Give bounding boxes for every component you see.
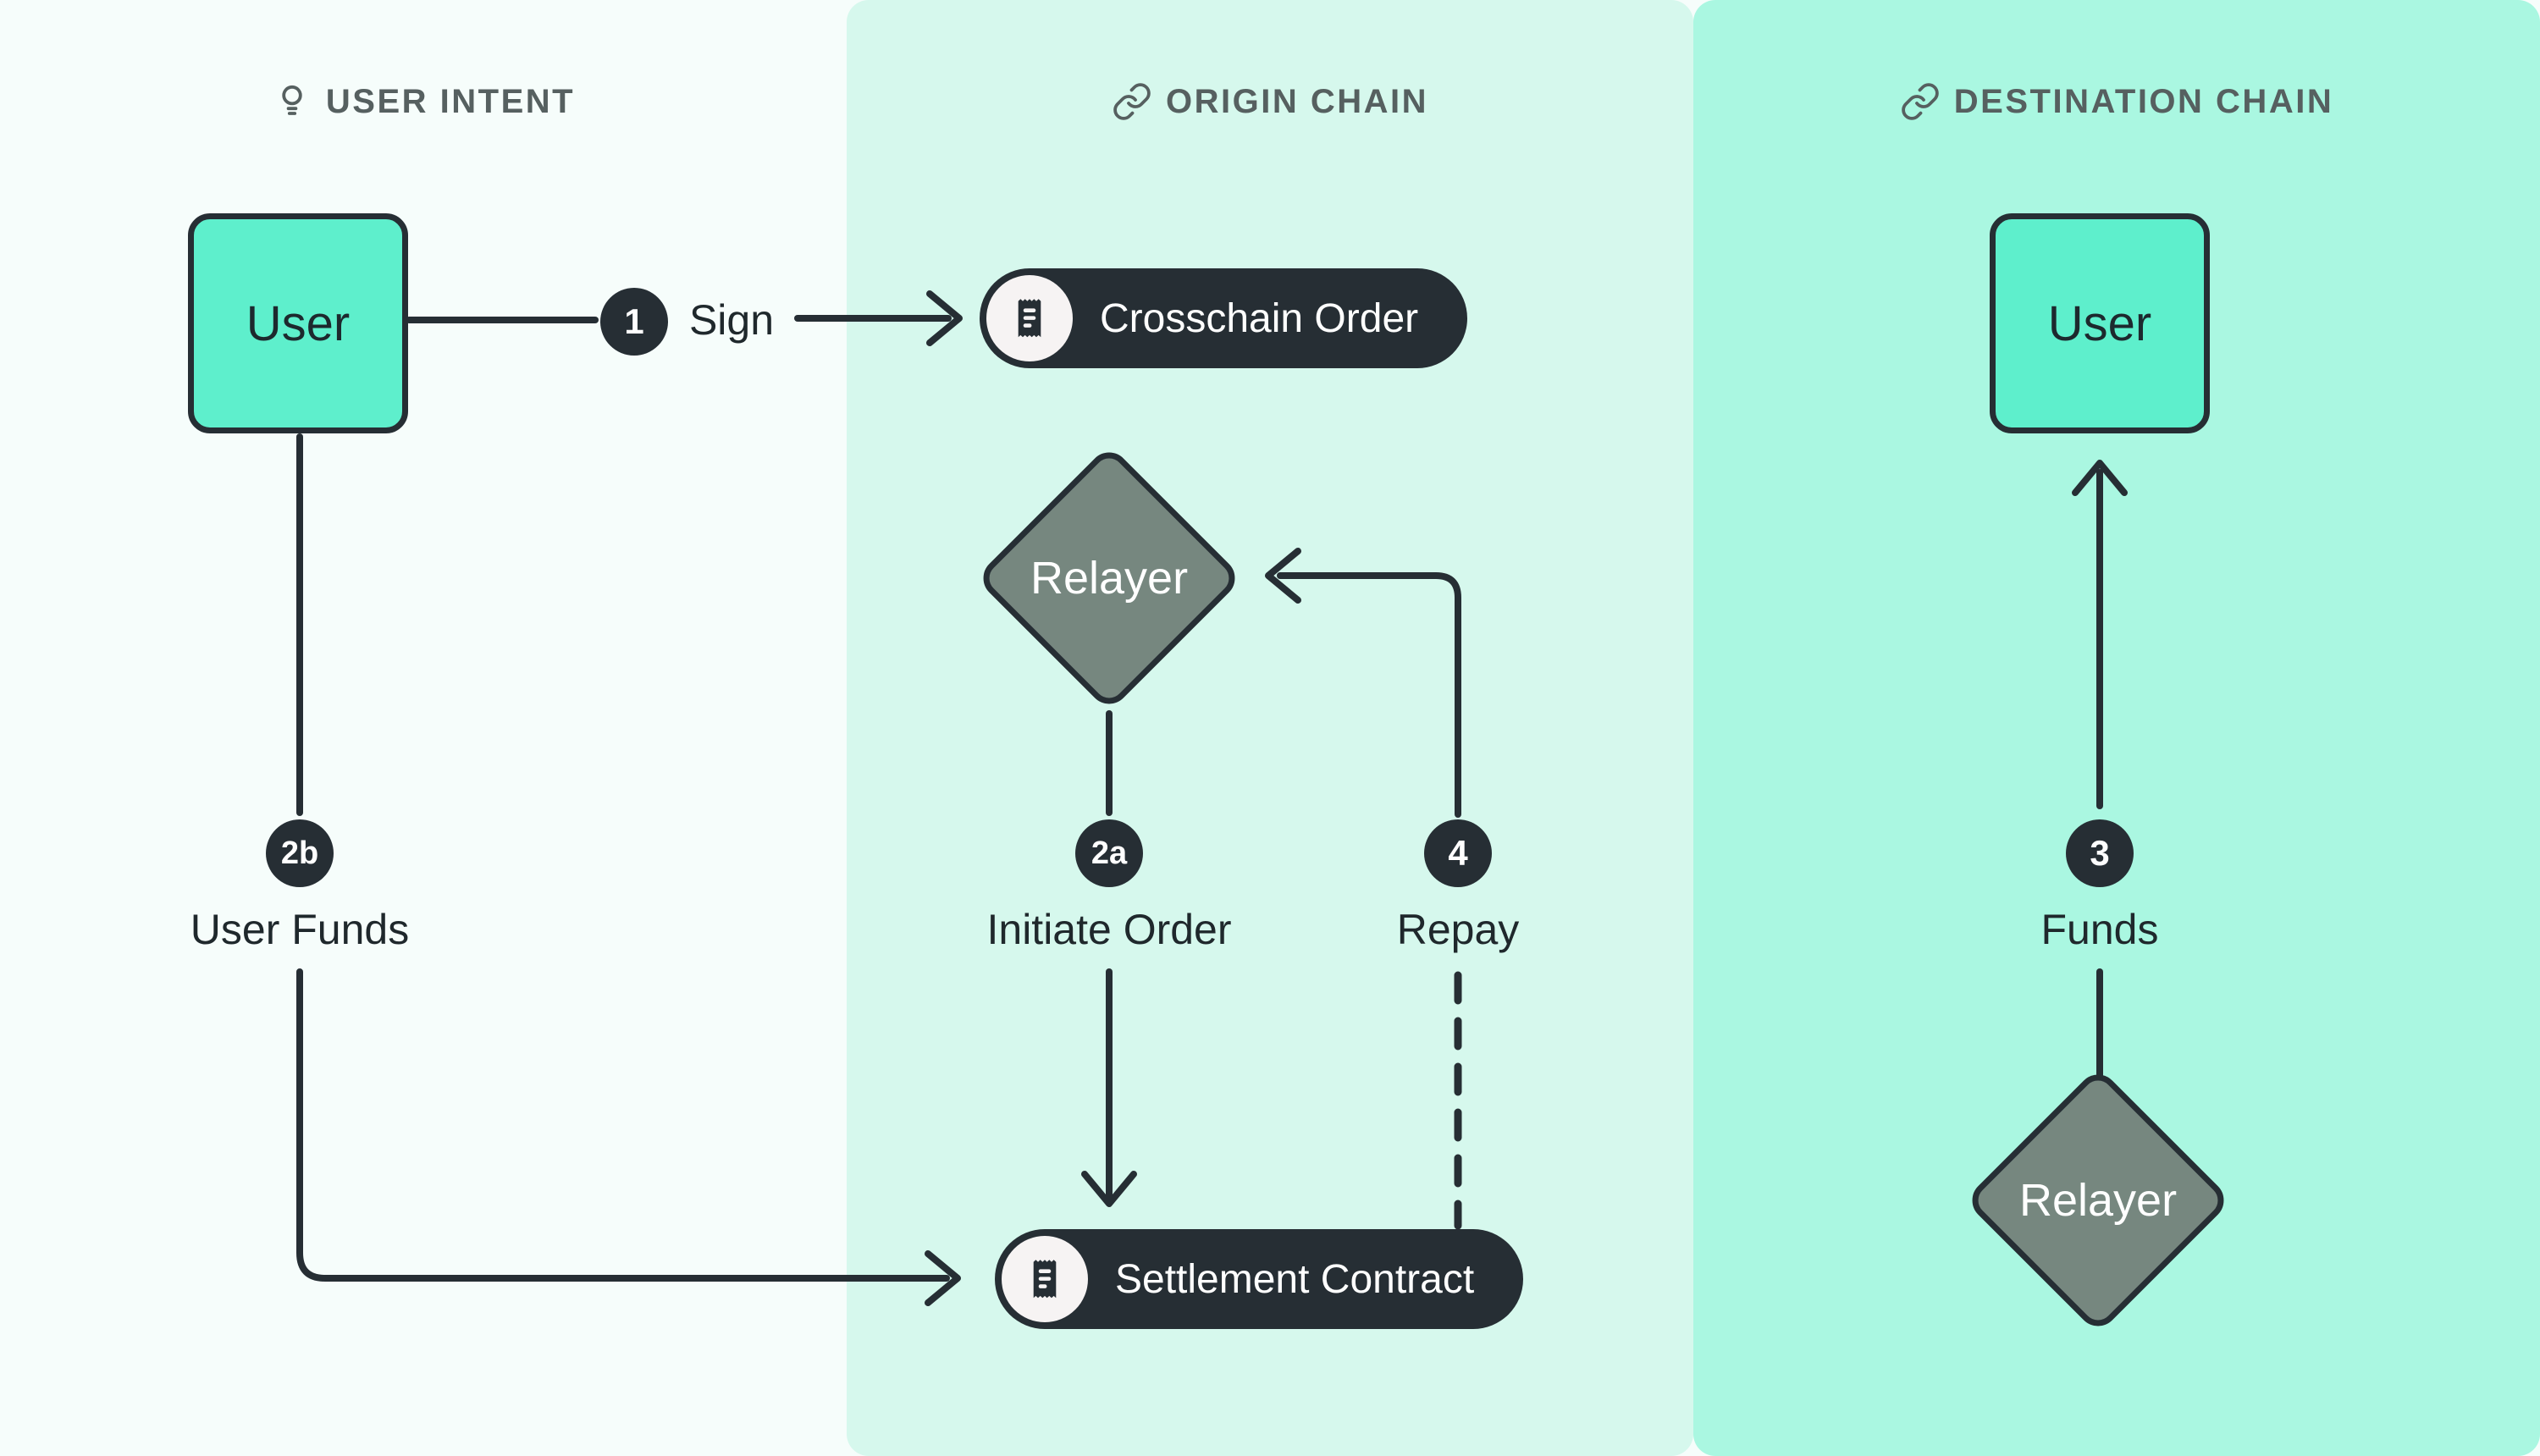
column-header-label: USER INTENT — [325, 82, 576, 120]
step-badge-2b: 2b — [266, 819, 334, 887]
receipt-icon — [1033, 1260, 1057, 1299]
column-header-destination-chain: DESTINATION CHAIN — [1693, 78, 2540, 125]
crosschain-order-node: Crosschain Order — [980, 268, 1468, 368]
column-header-label: DESTINATION CHAIN — [1953, 82, 2334, 120]
settlement-contract-label: Settlement Contract — [1115, 1256, 1475, 1302]
arrowhead-right — [925, 1250, 961, 1306]
funds-label: Funds — [2040, 906, 2159, 953]
receipt-icon — [1018, 299, 1041, 338]
receipt-icon-circle — [986, 275, 1073, 361]
crosschain-order-label: Crosschain Order — [1100, 295, 1419, 341]
receipt-icon-circle — [1002, 1236, 1088, 1322]
link-icon — [1113, 83, 1151, 120]
arrowhead-up — [2072, 460, 2128, 496]
arrow-userfunds-to-settlement — [296, 968, 950, 1282]
step-badge-1: 1 — [600, 288, 668, 356]
line-repay-to-relayer — [1277, 572, 1461, 818]
settlement-contract-node: Settlement Contract — [995, 1229, 1524, 1329]
link-icon — [1902, 83, 1939, 120]
step-badge-2a: 2a — [1075, 819, 1143, 887]
repay-label: Repay — [1396, 906, 1520, 953]
arrowhead-down — [1081, 1171, 1137, 1207]
initiate-order-label: Initiate Order — [986, 906, 1232, 953]
arrowhead-right — [926, 290, 963, 346]
user-node-origin: User — [188, 213, 408, 433]
relayer-label: Relayer — [1030, 552, 1189, 604]
relayer-label: Relayer — [2018, 1174, 2178, 1226]
arrowhead-left — [1265, 548, 1301, 604]
column-header-origin-chain: ORIGIN CHAIN — [847, 78, 1693, 125]
user-funds-label: User Funds — [190, 906, 410, 953]
step-badge-4: 4 — [1424, 819, 1492, 887]
column-header-label: ORIGIN CHAIN — [1166, 82, 1428, 120]
step-badge-3: 3 — [2066, 819, 2134, 887]
user-node-destination: User — [1990, 213, 2210, 433]
origin-chain-panel — [847, 0, 1693, 1456]
lightbulb-icon — [282, 85, 302, 115]
sign-label: Sign — [688, 296, 775, 344]
column-header-user-intent: USER INTENT — [0, 78, 847, 125]
